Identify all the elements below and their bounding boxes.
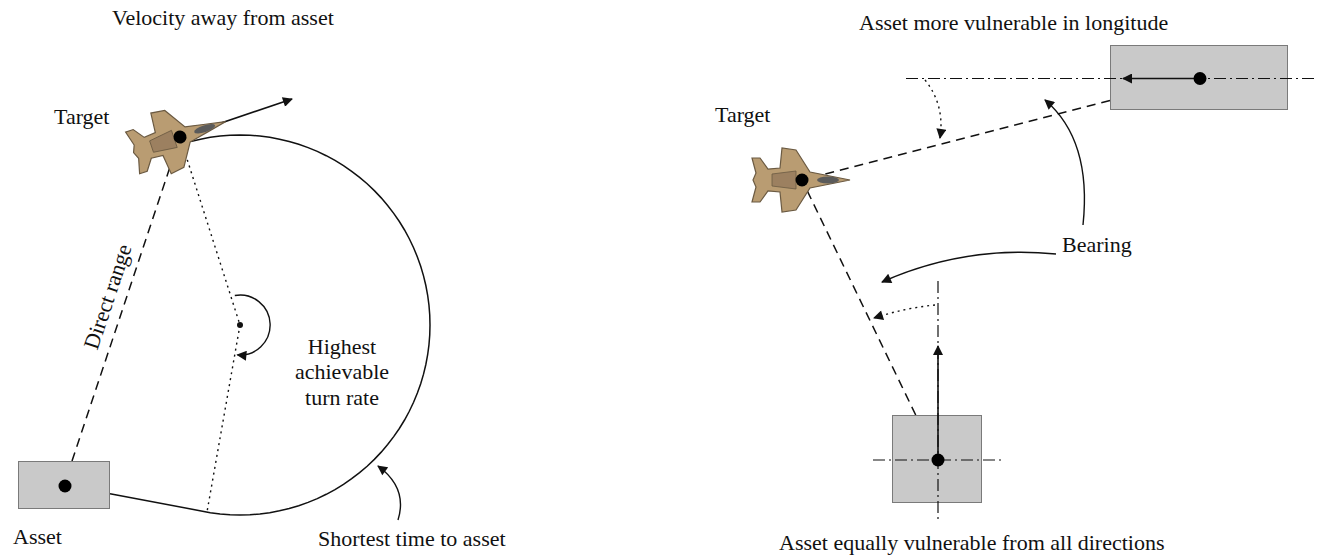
- asset-symbol: [19, 462, 111, 510]
- aircraft-canopy: [193, 122, 216, 136]
- target-aircraft: Target: [130, 102, 230, 172]
- position-dot: [59, 480, 72, 493]
- edge-label: Direct range: [78, 239, 138, 355]
- node-label: Asset equally vulnerable from all direct…: [779, 530, 1165, 555]
- aircraft-body: [752, 148, 850, 212]
- position-dot: [932, 454, 945, 467]
- axis-line: [906, 78, 1316, 79]
- axis-line: [937, 281, 938, 523]
- target-aircraft: Target: [752, 145, 852, 215]
- annotation-label: Highest achievable turn rate: [282, 334, 402, 410]
- annotation-label: Velocity away from asset: [112, 5, 334, 30]
- turn-rate-arc: [235, 295, 270, 355]
- vulnerability-arrow: [1123, 78, 1200, 80]
- pointer-arrow: [378, 466, 401, 520]
- velocity-arrow: [180, 99, 292, 137]
- asset-box: Asset: [18, 461, 110, 509]
- aircraft-canopy: [817, 177, 839, 184]
- turn-path: [110, 135, 430, 515]
- turn-centre: [237, 322, 243, 328]
- position-dot: [796, 174, 809, 187]
- aircraft-body: [122, 91, 235, 183]
- aircraft-outline: [752, 148, 850, 212]
- radius-line: [207, 325, 240, 512]
- vulnerability-arrow: [937, 346, 939, 460]
- annotation-label: Shortest time to asset: [318, 526, 506, 551]
- aircraft-panel: [149, 130, 177, 155]
- annotation-label: Bearing: [1062, 232, 1132, 257]
- aircraft-symbol: [130, 102, 230, 172]
- pointer-arrow: [882, 252, 1056, 282]
- bearing-angle: [925, 80, 941, 138]
- node-label: Target: [715, 102, 770, 127]
- asset-symbol: [1111, 46, 1289, 111]
- range-line: [809, 100, 1110, 178]
- node-label: Target: [54, 104, 109, 129]
- pointer-arrow: [1045, 100, 1084, 225]
- aircraft-symbol: [752, 145, 852, 215]
- asset-symbol: [893, 416, 983, 504]
- node-label: Asset: [13, 524, 62, 549]
- asset-box: Asset more vulnerable in longitude: [1110, 45, 1288, 110]
- range-line: [72, 144, 178, 461]
- position-dot: [172, 129, 188, 145]
- radius-line: [180, 137, 240, 325]
- position-dot: [1194, 72, 1207, 85]
- asset-box: Asset equally vulnerable from all direct…: [892, 415, 982, 503]
- node-label: Asset more vulnerable in longitude: [859, 10, 1168, 35]
- bearing-angle: [874, 305, 935, 318]
- range-line: [805, 186, 916, 415]
- aircraft-outline: [122, 91, 235, 183]
- aircraft-panel: [772, 171, 796, 189]
